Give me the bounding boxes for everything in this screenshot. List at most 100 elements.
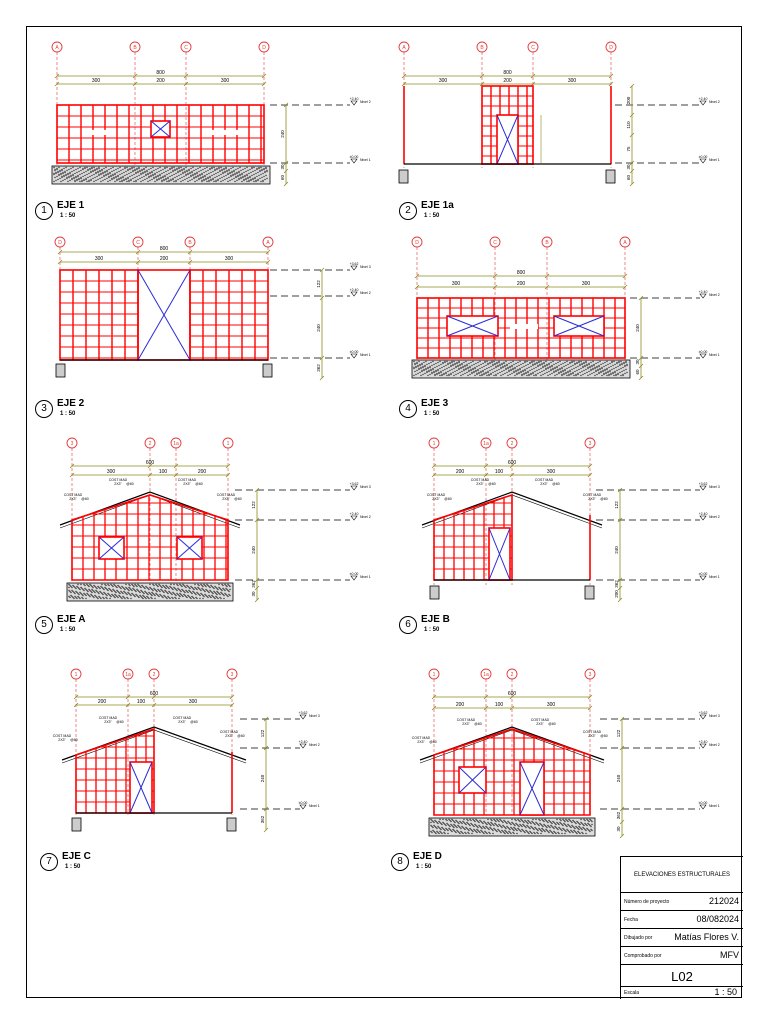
concrete-dot	[455, 373, 457, 376]
concrete-dot	[514, 367, 516, 370]
concrete-dot	[445, 818, 447, 821]
concrete-dot	[469, 827, 471, 830]
concrete-dot	[105, 174, 107, 177]
tick	[132, 73, 138, 79]
concrete-dot	[568, 366, 570, 369]
concrete-dot	[209, 595, 211, 598]
concrete-dot	[163, 171, 165, 174]
tick	[629, 112, 635, 118]
concrete-dot	[617, 373, 619, 376]
concrete-dot	[54, 168, 56, 171]
concrete-dot	[537, 823, 539, 826]
concrete-dot	[496, 369, 498, 372]
tick	[587, 705, 593, 711]
concrete-dot	[153, 587, 155, 590]
concrete-dot	[469, 373, 471, 376]
concrete-dot	[486, 823, 488, 826]
concrete-dot	[463, 821, 465, 824]
scale-value: 1 : 50	[714, 987, 737, 997]
concrete-dot	[461, 363, 463, 366]
concrete-dot	[464, 828, 466, 831]
concrete-dot	[176, 168, 178, 171]
concrete-dot	[120, 596, 122, 599]
view-title: EJE A	[57, 614, 86, 625]
tick	[431, 694, 437, 700]
concrete-dot	[576, 369, 578, 372]
concrete-dot	[207, 176, 209, 179]
concrete-dot	[615, 373, 617, 376]
concrete-dot	[559, 818, 561, 821]
concrete-dot	[198, 593, 200, 596]
concrete-dot	[157, 585, 159, 588]
concrete-dot	[584, 822, 586, 825]
concrete-dot	[527, 822, 529, 825]
concrete-dot	[485, 371, 487, 374]
concrete-dot	[532, 371, 534, 374]
concrete-dot	[171, 596, 173, 599]
concrete-dot	[140, 180, 142, 183]
concrete-dot	[466, 371, 468, 374]
concrete-dot	[156, 178, 158, 181]
concrete-dot	[96, 596, 98, 599]
concrete-dot	[249, 175, 251, 178]
concrete-dot	[165, 587, 167, 590]
concrete-dot	[252, 178, 254, 181]
concrete-dot	[581, 822, 583, 825]
concrete-dot	[591, 820, 593, 823]
concrete-dot	[102, 171, 104, 174]
concrete-dot	[100, 597, 102, 600]
concrete-dot	[166, 166, 168, 169]
concrete-dot	[172, 597, 174, 600]
concrete-dot	[531, 826, 533, 829]
cost-mad-note: COST MAD	[427, 493, 446, 497]
concrete-dot	[560, 371, 562, 374]
concrete-dot	[530, 825, 532, 828]
concrete-dot	[579, 363, 581, 366]
concrete-dot	[182, 179, 184, 182]
brace	[98, 536, 125, 560]
concrete-dot	[565, 371, 567, 374]
concrete-dot	[450, 372, 452, 375]
concrete-dot	[130, 179, 132, 182]
concrete-dot	[612, 364, 614, 367]
concrete-dot	[433, 824, 435, 827]
concrete-dot	[195, 168, 197, 171]
concrete-dot	[498, 823, 500, 826]
concrete-dot	[228, 176, 230, 179]
concrete-dot	[118, 170, 120, 173]
concrete-dot	[540, 360, 542, 363]
concrete-dot	[492, 371, 494, 374]
concrete-dot	[154, 597, 156, 600]
concrete-dot	[127, 168, 129, 171]
concrete-dot	[510, 826, 512, 829]
concrete-dot	[187, 594, 189, 597]
concrete-dot	[462, 373, 464, 376]
concrete-dot	[178, 174, 180, 177]
concrete-dot	[184, 591, 186, 594]
level-elevation: ±0.00	[350, 350, 359, 354]
cost-mad-note: COST MAD	[53, 734, 72, 738]
tick	[638, 363, 644, 369]
concrete-dot	[121, 591, 123, 594]
concrete-dot	[544, 365, 546, 368]
concrete-dot	[546, 826, 548, 829]
concrete-dot	[519, 367, 521, 370]
concrete-dot	[216, 167, 218, 170]
concrete-dot	[498, 368, 500, 371]
concrete-dot	[587, 819, 589, 822]
concrete-dot	[522, 823, 524, 826]
concrete-dot	[108, 587, 110, 590]
concrete-dot	[463, 368, 465, 371]
concrete-dot	[136, 594, 138, 597]
concrete-dot	[93, 584, 95, 587]
concrete-dot	[566, 374, 568, 377]
concrete-dot	[209, 168, 211, 171]
concrete-dot	[112, 173, 114, 176]
concrete-dot	[494, 363, 496, 366]
concrete-dot	[468, 832, 470, 835]
concrete-dot	[180, 166, 182, 169]
concrete-dot	[131, 583, 133, 586]
concrete-dot	[126, 593, 128, 596]
concrete-dot	[576, 361, 578, 364]
